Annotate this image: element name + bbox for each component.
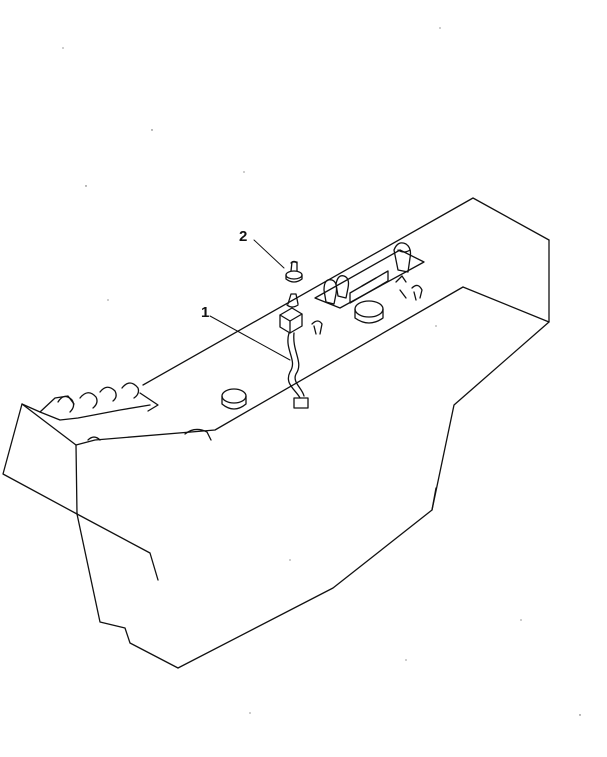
- front-left-knobs: [21, 382, 212, 441]
- top-round-button: [221, 388, 247, 410]
- callout-1-label: 1: [201, 304, 210, 321]
- switch-cap: [285, 260, 303, 283]
- callout-2-label: 2: [239, 228, 248, 245]
- scan-specks: [62, 27, 581, 716]
- console-housing: [2, 197, 550, 669]
- instrument-panel: [311, 242, 425, 335]
- switch-assembly: [279, 293, 309, 409]
- leader-lines: [209, 239, 291, 361]
